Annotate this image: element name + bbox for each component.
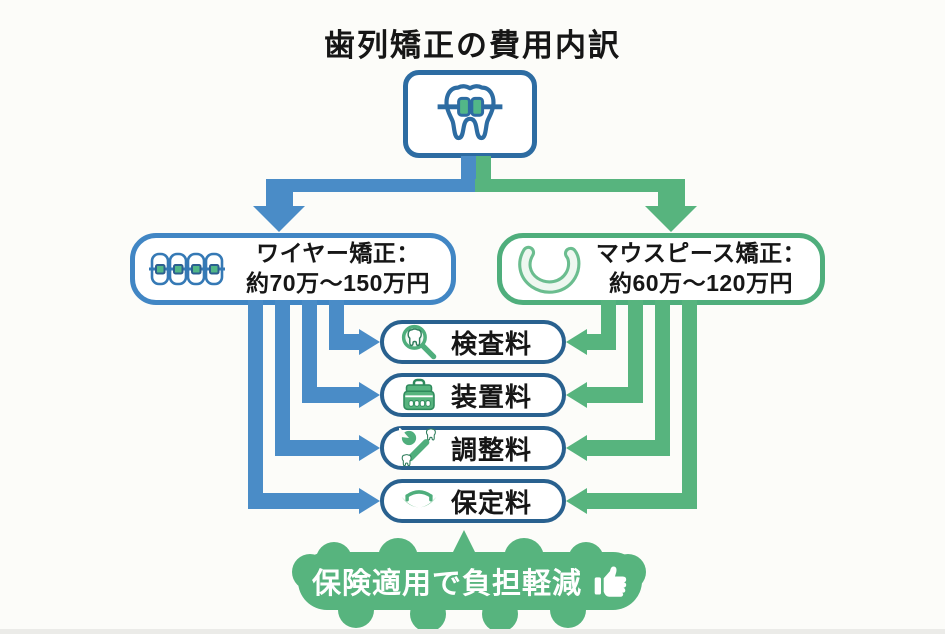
arrow-segment — [476, 156, 491, 180]
arrowhead-right-icon — [359, 435, 380, 461]
branch-box-wire: ワイヤー矯正： 約70万～150万円 — [130, 233, 456, 305]
magnifier-tooth-icon — [399, 322, 439, 362]
cloud-spike — [452, 530, 476, 554]
fee-box-retention: 保定料 — [380, 479, 566, 523]
page-title: 歯列矯正の費用内訳 — [324, 28, 621, 63]
arrow-segment — [248, 493, 359, 509]
arrowhead-right-icon — [359, 329, 380, 355]
arrow-segment — [682, 300, 697, 509]
arrowhead-left-icon — [566, 329, 587, 355]
arrow-segment — [302, 387, 359, 403]
arrow-segment — [658, 179, 685, 206]
arrow-segment — [275, 440, 359, 456]
arrow-segment — [302, 300, 317, 403]
branch-label-mouthpiece: マウスピース矯正： 約60万～120万円 — [592, 239, 810, 299]
footer-pill — [298, 552, 642, 610]
toolbox-icon — [399, 377, 439, 413]
thumbs-up-icon — [592, 563, 628, 599]
arrowhead-left-icon — [566, 435, 587, 461]
arrowhead-right-icon — [359, 382, 380, 408]
arrow-segment — [628, 300, 643, 403]
arrow-segment — [329, 334, 359, 350]
arrowhead-left-icon — [566, 382, 587, 408]
branch-box-mouthpiece: マウスピース矯正： 約60万～120万円 — [497, 233, 825, 305]
wrench-tooth-icon — [399, 428, 439, 468]
aligner-icon — [516, 242, 582, 296]
fee-label: 検査料 — [451, 328, 533, 359]
branch-mouthpiece-line1: マウスピース矯正： — [595, 240, 807, 267]
arrow-segment — [275, 300, 290, 456]
tooth-with-braces-icon — [431, 78, 509, 150]
fee-box-examination: 検査料 — [380, 320, 566, 364]
branch-wire-line1: ワイヤー矯正： — [256, 240, 420, 267]
footer-banner: 保険適用で負担軽減 — [292, 530, 648, 632]
footer-label: 保険適用で負担軽減 — [311, 568, 582, 600]
branch-wire-line2: 約70万～150万円 — [246, 270, 430, 296]
arrowhead-left-icon — [566, 488, 587, 514]
arrow-segment — [587, 440, 670, 456]
fee-box-adjustment: 調整料 — [380, 426, 566, 470]
root-box — [403, 70, 537, 158]
arrow-segment — [461, 156, 476, 180]
retainer-icon — [399, 486, 439, 516]
footer-content: 保険適用で負担軽減 — [292, 552, 648, 610]
arrowhead-down-icon — [253, 206, 305, 232]
arrowhead-down-icon — [645, 206, 697, 232]
arrow-segment — [587, 493, 697, 509]
arrow-segment — [587, 387, 643, 403]
arrow-segment — [655, 300, 670, 456]
arrowhead-right-icon — [359, 488, 380, 514]
arrow-segment — [475, 179, 685, 192]
arrow-segment — [587, 334, 616, 350]
branch-mouthpiece-line2: 約60万～120万円 — [609, 270, 793, 296]
arrow-segment — [266, 179, 476, 192]
bottom-edge-strip — [0, 629, 945, 634]
fee-label: 装置料 — [451, 381, 533, 412]
fee-box-device: 装置料 — [380, 373, 566, 417]
arrow-segment — [266, 179, 293, 206]
fee-label: 調整料 — [451, 434, 533, 465]
branch-label-wire: ワイヤー矯正： 約70万～150万円 — [235, 239, 441, 299]
braces-teeth-icon — [149, 246, 225, 292]
fee-label: 保定料 — [451, 487, 533, 518]
arrow-segment — [248, 300, 263, 509]
